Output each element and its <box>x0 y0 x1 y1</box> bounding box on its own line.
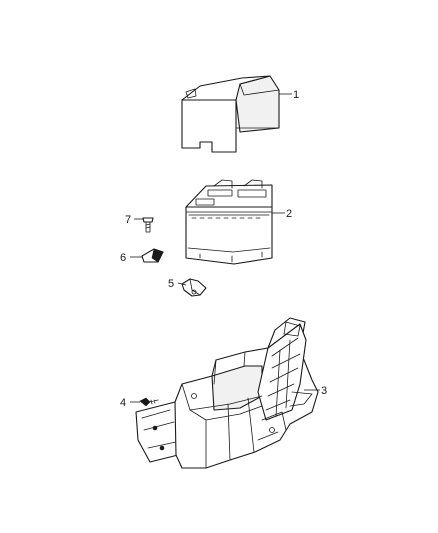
callout-labels: 1 2 3 4 5 6 7 <box>120 89 327 409</box>
battery-tray-part <box>135 317 319 469</box>
callout-2: 2 <box>286 208 292 220</box>
callout-5: 5 <box>168 278 174 290</box>
leader-line-5 <box>177 282 187 286</box>
callout-6: 6 <box>120 252 126 264</box>
bracket-5-part <box>181 278 207 297</box>
bolt-7-part <box>142 217 154 233</box>
battery-part <box>185 179 273 265</box>
screw-4-part <box>139 397 159 407</box>
leader-lines <box>130 93 320 403</box>
hold-down-6-part <box>141 248 164 263</box>
battery-cover-part <box>181 75 280 153</box>
callout-3: 3 <box>321 385 327 397</box>
callout-7: 7 <box>125 214 131 226</box>
callout-4: 4 <box>120 397 126 409</box>
callout-1: 1 <box>293 89 299 101</box>
